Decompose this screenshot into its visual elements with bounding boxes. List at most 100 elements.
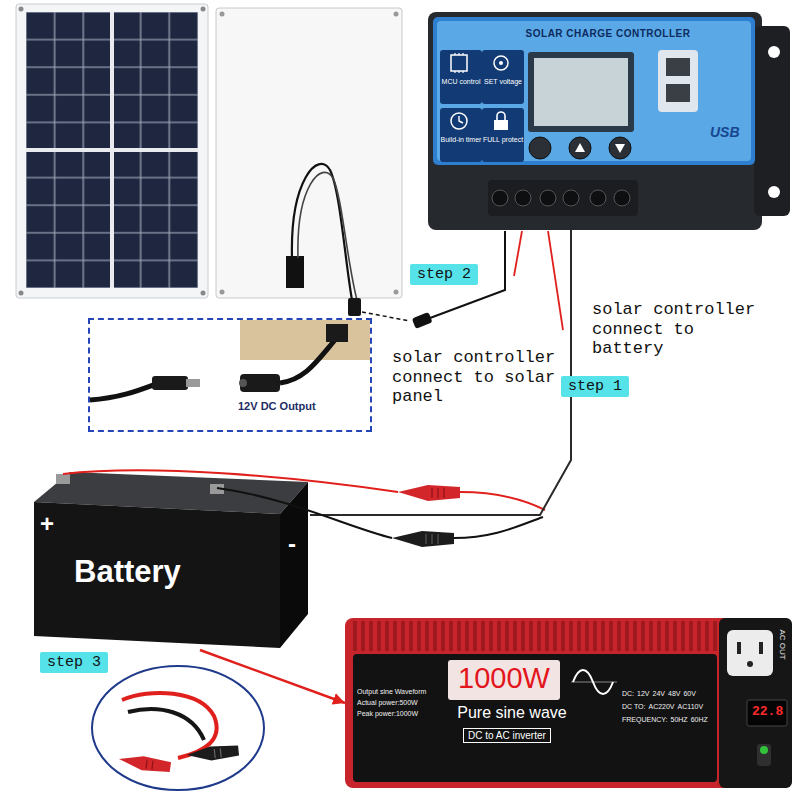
- cable-detail-inset-part-part: [214, 748, 221, 758]
- power-inverter-outline-part: [448, 660, 560, 700]
- node-text: Pure sine wave: [437, 704, 587, 722]
- node-text: DC to AC inverter: [463, 728, 551, 743]
- node-text: Build-in timer: [440, 136, 482, 143]
- charge-controller-outline-part: [666, 58, 690, 76]
- charge-controller-outline-part: [433, 17, 755, 165]
- power-inverter-outline-part: [345, 618, 792, 788]
- charge-controller-outline-part: [658, 50, 698, 112]
- connector-inset-outline-part: [280, 340, 335, 383]
- charge-controller-outline-part: [569, 137, 591, 159]
- node-text: FULL protect: [482, 136, 524, 143]
- step-tag: step 3: [40, 652, 108, 673]
- charge-controller-outline-part: [768, 46, 780, 58]
- panel-cable: [412, 231, 522, 329]
- node-text: Battery: [74, 554, 181, 590]
- step-label: step 2: [417, 266, 471, 283]
- charge-controller-outline-part: [488, 180, 638, 216]
- display-reading: 22.8: [752, 704, 783, 719]
- charge-controller-outline-part: [590, 190, 606, 206]
- spec-text: AC220V: [648, 703, 674, 710]
- power-inverter-outline-part: [719, 618, 792, 788]
- cable-detail-inset-part-part: [146, 760, 153, 770]
- charge-controller-outline-part: [528, 52, 634, 132]
- solar-panel-front-part: [201, 291, 206, 296]
- feature-icon: SET voltage: [482, 50, 524, 104]
- node-text: 12V DC Output: [238, 400, 316, 412]
- spec-text: 48V: [668, 690, 680, 697]
- power-inverter-outline-part: [747, 661, 753, 667]
- solar-panel-back-part: [394, 290, 399, 295]
- connector-inset-outline-part: [240, 320, 370, 360]
- battery: + - Battery: [30, 468, 310, 650]
- spec-text: 12V: [637, 690, 649, 697]
- battery-outline-part: [63, 470, 398, 492]
- node-text: SET voltage: [482, 78, 524, 85]
- black-clamp-part: [426, 534, 438, 544]
- cable-detail-inset-part: [92, 666, 264, 790]
- icon-glyph-part: [459, 116, 463, 123]
- icon-glyph-part: [497, 112, 505, 120]
- charge-controller-outline-part: [492, 190, 508, 206]
- solar-panel-back-part: [292, 164, 352, 300]
- connector-inset-outline-part: [240, 374, 280, 392]
- solar-panel-back-part: [348, 298, 361, 316]
- battery-outline-part: [56, 474, 70, 484]
- cable-detail-inset: [92, 666, 264, 790]
- connector-inset: 12V DC Output: [88, 318, 372, 432]
- solar-panel-back-part: [220, 290, 225, 295]
- charge-controller-outline-part: [428, 12, 762, 230]
- panel-cable-part: [412, 312, 433, 329]
- solar-panel-back-part: [394, 12, 399, 17]
- icon-glyph: [482, 108, 520, 134]
- spec-text: AC110V: [678, 703, 704, 710]
- spec-text: DC TO:: [622, 703, 645, 710]
- step-label: step 3: [47, 654, 101, 671]
- node-text: +: [40, 510, 54, 538]
- icon-glyph: [440, 108, 478, 134]
- solar-panel-front-part: [19, 7, 24, 12]
- power-inverter-outline-part: [351, 621, 717, 651]
- step-tag: step 2: [410, 264, 478, 285]
- battery-cable-part: [548, 231, 563, 330]
- battery-outline-part: [34, 502, 280, 648]
- red-clamp-part: [398, 485, 460, 501]
- port-label: AC OUT: [778, 629, 787, 659]
- charge-controller-outline-part: [515, 190, 531, 206]
- charge-controller-outline-part: [754, 26, 790, 216]
- solar-panel-back: [216, 8, 402, 316]
- spec-text: 60V: [683, 690, 695, 697]
- spec-text: 24V: [653, 690, 665, 697]
- feature-icon: FULL protect: [482, 108, 524, 162]
- cable-detail-inset-part-part: [186, 744, 239, 763]
- spec-text: Peak power:1000W: [357, 710, 418, 717]
- node-text: -: [288, 530, 296, 558]
- cable-detail-inset-part: [122, 693, 217, 758]
- connector-inset-outline-part: [90, 384, 156, 400]
- black-clamp-part: [392, 531, 454, 547]
- red-clamp: [398, 485, 460, 501]
- spec-text: Actual power:500W: [357, 699, 418, 706]
- icon-glyph: [440, 50, 478, 76]
- charge-controller-outline-part: [614, 190, 630, 206]
- step-note: solar controller connect to battery: [592, 300, 767, 359]
- cable-detail-inset-part: [118, 753, 171, 774]
- step-note: solar controller connect to solar panel: [392, 348, 564, 407]
- solar-panel-back-part: [286, 256, 304, 288]
- power-inverter-outline-part: [747, 700, 787, 726]
- black-clamp: [392, 531, 454, 547]
- connector-inset-outline-part: [239, 379, 247, 387]
- panel-cable-part: [514, 231, 522, 276]
- icon-glyph-part: [494, 56, 508, 70]
- charge-controller-outline-part: [437, 21, 751, 161]
- power-inverter-outline-part: [760, 746, 768, 754]
- charge-controller-outline-part: [529, 137, 551, 159]
- solar-panel-back-part: [216, 8, 402, 298]
- spec-text: 60HZ: [691, 716, 708, 723]
- charge-controller-outline-part: [609, 137, 631, 159]
- connector-inset-outline-part: [152, 376, 188, 390]
- cable-detail-inset-part-part: [118, 753, 171, 774]
- power-inverter-outline-part: [737, 642, 741, 654]
- inverter-cable: [200, 650, 345, 703]
- battery-outline-part: [217, 488, 392, 538]
- power-inverter-outline-part: [353, 654, 717, 782]
